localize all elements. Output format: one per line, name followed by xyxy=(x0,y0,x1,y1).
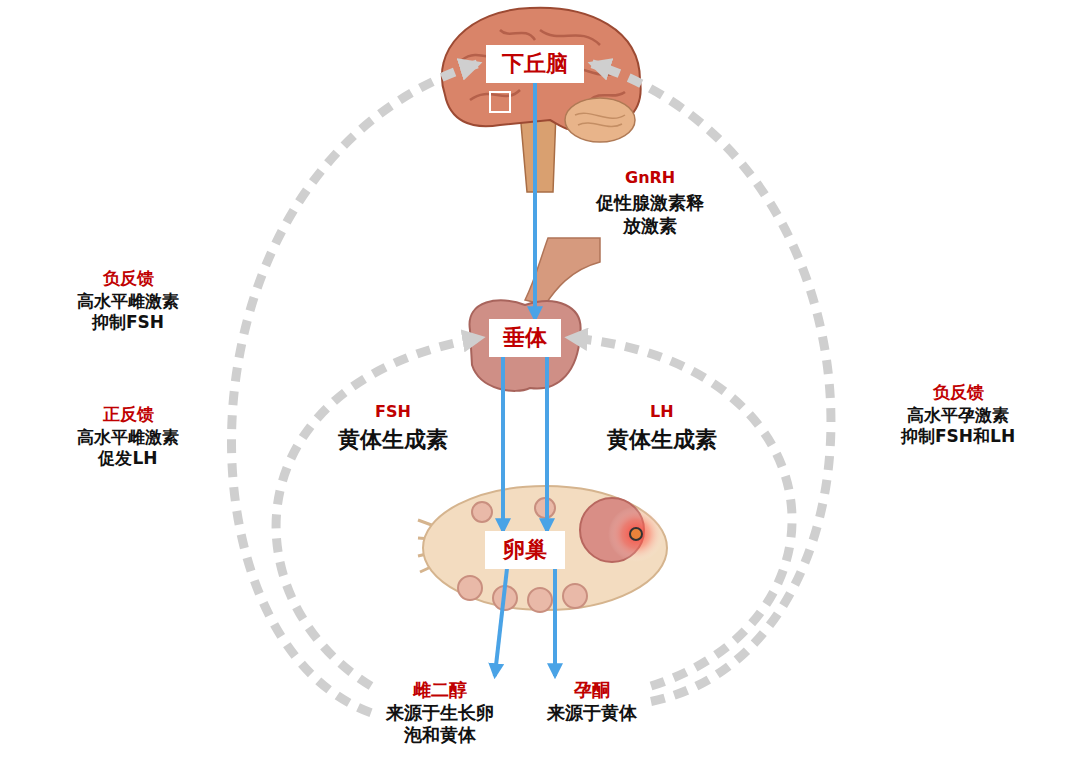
feedback-type: 负反馈 xyxy=(103,268,154,289)
feedback-desc: 高水平孕激素 抑制FSH和LH xyxy=(901,405,1015,448)
hormone-arrow xyxy=(533,83,537,320)
hormone-arrow xyxy=(495,569,507,677)
feedback-type: 正反馈 xyxy=(103,404,154,425)
hormone-desc: 黄体生成素 xyxy=(338,426,448,454)
region-box: 垂体 xyxy=(489,319,561,357)
brain-drawing xyxy=(442,8,641,192)
node-title: 垂体 xyxy=(503,324,547,352)
region-box: 卵巢 xyxy=(485,531,565,569)
node-body: 来源于生长卵泡和黄体 xyxy=(385,702,495,747)
hormone-arrow xyxy=(545,357,549,532)
feedback-arrow xyxy=(569,338,792,686)
feedback-arrow xyxy=(592,64,831,702)
node-title: 雌二醇 xyxy=(385,679,495,702)
feedback-arrow xyxy=(276,338,481,686)
hormone-desc: 黄体生成素 xyxy=(607,426,717,454)
hormone-box: 雌二醇来源于生长卵泡和黄体 xyxy=(379,676,501,750)
ovary-drawing xyxy=(418,486,667,612)
hormone-name: FSH xyxy=(375,402,411,422)
node-title: 下丘脑 xyxy=(502,50,568,78)
feedback-desc: 高水平雌激素 促发LH xyxy=(77,427,179,470)
region-box: 下丘脑 xyxy=(486,45,584,83)
hormone-name: GnRH xyxy=(625,168,675,188)
node-title: 卵巢 xyxy=(503,536,547,564)
node-body: 来源于黄体 xyxy=(547,702,637,725)
feedback-desc: 高水平雌激素 抑制FSH xyxy=(77,291,179,334)
hormone-name: LH xyxy=(650,402,674,422)
hormone-desc: 促性腺激素释放激素 xyxy=(595,192,705,237)
node-title: 孕酮 xyxy=(547,679,637,702)
hormone-arrow xyxy=(501,357,505,532)
hormone-box: 孕酮来源于黄体 xyxy=(541,676,643,727)
hormone-arrow xyxy=(553,569,557,677)
feedback-type: 负反馈 xyxy=(933,382,984,403)
